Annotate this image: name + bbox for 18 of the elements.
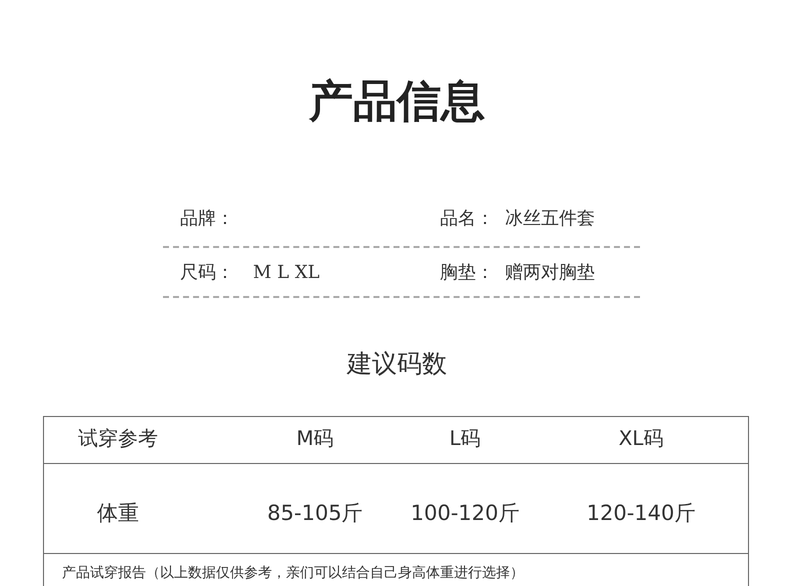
table-header: XL码 [618,428,664,448]
field-value: 赠两对胸垫 [505,264,595,282]
table-header: M码 [296,428,334,448]
table-header: 试穿参考 [78,428,158,448]
table-note: 产品试穿报告（以上数据仅供参考，亲们可以结合自己身高体重进行选择） [62,566,524,580]
page-title: 产品信息 [309,80,485,124]
table-cell: 体重 [97,503,139,524]
field-value: 冰丝五件套 [505,210,595,228]
table-cell: 120-140斤 [586,503,696,524]
table-cell: 85-105斤 [267,503,363,524]
field-value: M L XL [253,264,320,282]
table-header: L码 [449,428,481,448]
field-label: 尺码： [180,264,234,282]
field-label: 品牌： [180,210,234,228]
field-label: 品名： [440,210,494,228]
table-cell: 100-120斤 [410,503,520,524]
section-heading: 建议码数 [347,351,447,376]
field-label: 胸垫： [440,264,494,282]
